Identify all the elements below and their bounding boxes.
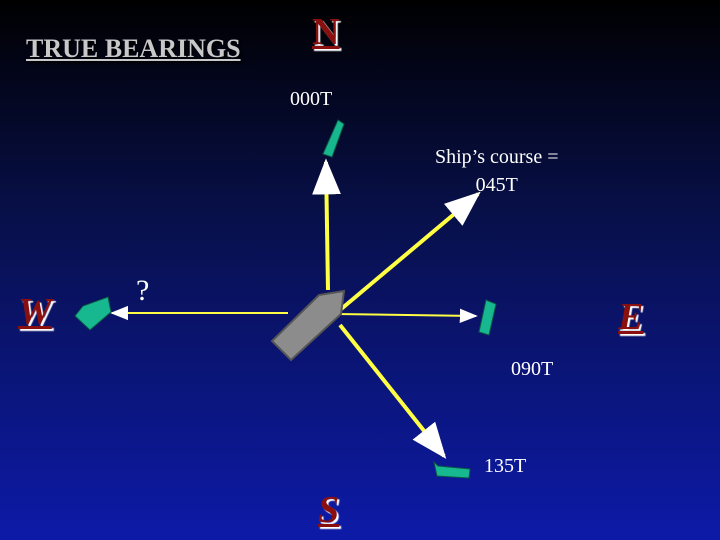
west-label: W — [18, 291, 52, 333]
ship-marker-east — [478, 299, 497, 336]
arrow-090 — [335, 308, 478, 323]
ship-marker-west — [74, 296, 112, 331]
south-label: S — [318, 489, 340, 531]
arrow-135 — [338, 323, 447, 459]
course-label-line1: Ship’s course = — [435, 146, 559, 168]
course-label: Ship’s course = 045T — [435, 143, 559, 199]
slide-title: TRUE BEARINGS — [26, 34, 241, 63]
arrow-045 — [338, 191, 481, 312]
own-ship-icon — [270, 289, 346, 362]
ship-marker-north — [322, 119, 345, 158]
unknown-bearing-label: ? — [136, 274, 150, 307]
bearing-label-135: 135T — [484, 455, 527, 477]
north-label: N — [312, 11, 340, 53]
course-label-line2: 045T — [475, 174, 518, 196]
east-label: E — [618, 296, 644, 338]
bearing-label-090: 090T — [511, 358, 554, 380]
bearing-label-000: 000T — [290, 88, 333, 110]
arrow-000 — [312, 158, 341, 291]
ship-marker-south — [433, 460, 471, 479]
